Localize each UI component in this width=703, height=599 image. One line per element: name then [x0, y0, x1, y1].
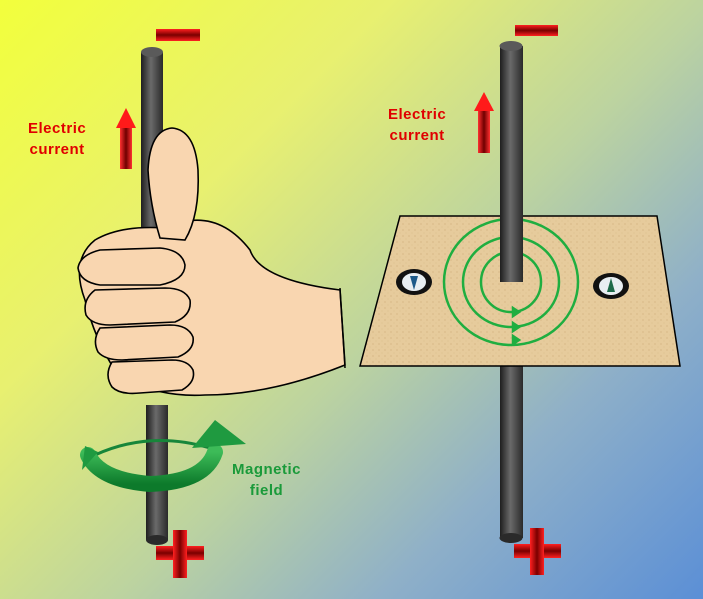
plus-sign-icon: [156, 530, 204, 578]
paper-board: [359, 215, 681, 367]
rod-top-cap: [141, 47, 163, 57]
rod-upper: [500, 46, 523, 282]
compass-icon: [593, 273, 629, 299]
rod-top-cap: [499, 41, 523, 51]
electric-current-label-left: Electric current: [28, 120, 87, 158]
minus-sign-icon: [156, 29, 200, 41]
right-diagram: [359, 25, 681, 575]
current-up-arrow-icon: [116, 108, 136, 169]
magnetic-field-arrow-icon: [80, 420, 246, 493]
current-up-arrow-icon: [474, 92, 494, 153]
rod-bottom-cap: [499, 533, 523, 543]
rod-bottom-cap: [146, 535, 168, 545]
rod-lower: [500, 360, 523, 538]
left-diagram: [77, 29, 346, 578]
magnetic-field-label: Magnetic field: [232, 461, 302, 499]
rod-lower: [146, 405, 168, 540]
hand: [77, 127, 346, 397]
plus-sign-icon: [514, 528, 561, 575]
compass-icon: [396, 269, 432, 295]
minus-sign-icon: [515, 25, 558, 36]
electric-current-label-right: Electric current: [388, 106, 447, 144]
